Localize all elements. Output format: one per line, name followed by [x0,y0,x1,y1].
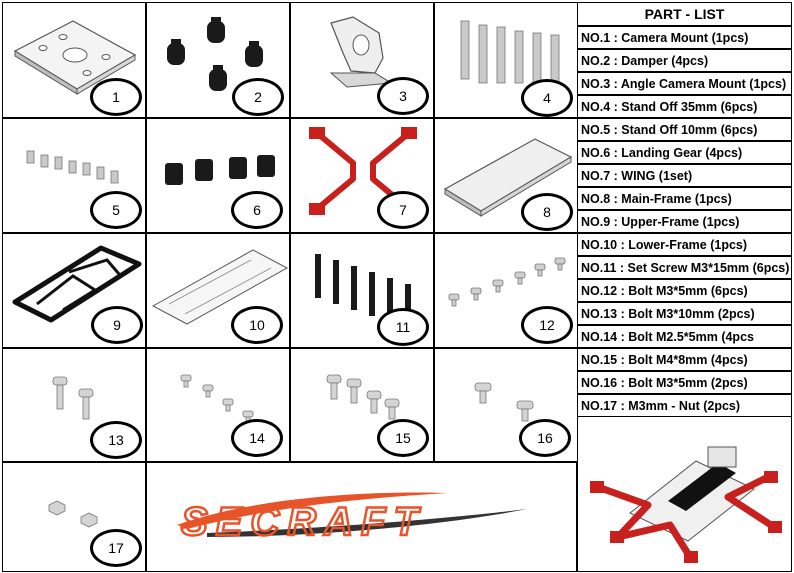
part-cell-15: 15 [290,348,434,462]
angle-camera-mount-image [329,16,393,88]
part-number-label: 10 [249,317,265,333]
upper-frame-image [12,245,142,323]
part-number-label: 17 [108,540,124,556]
bolt-m3-10mm-image [52,376,94,420]
damper-image [167,17,263,91]
part-number-badge: 10 [231,306,283,344]
part-number-badge: 11 [377,308,429,346]
assembled-frame-image [590,446,782,563]
main-frame-image [443,138,573,217]
part-number-label: 5 [112,202,120,218]
part-cell-3: 3 [290,2,434,118]
part-number-label: 2 [254,89,262,105]
part-list-item: NO.14 : Bolt M2.5*5mm (4pcs [577,325,792,348]
part-number-label: 11 [395,319,411,335]
part-number-badge: 17 [90,529,142,567]
lower-frame-image [151,249,289,325]
part-list-item: NO.15 : Bolt M4*8mm (4pcs) [577,348,792,371]
part-number-label: 3 [399,88,407,104]
logo-swoosh-upper [177,492,447,529]
part-number-label: 7 [399,202,407,218]
nut-m3-image [48,500,98,528]
assembled-frame-cell [577,416,792,572]
part-cell-12: 12 [434,233,578,348]
part-number-label: 12 [539,317,555,333]
bolt-m4-8mm-image [326,374,400,420]
part-cell-5: 5 [2,118,146,233]
part-number-badge: 16 [519,419,571,457]
part-cell-11: 11 [290,233,434,348]
part-list-item: NO.11 : Set Screw M3*15mm (6pcs) [577,256,792,279]
secraft-logo: SECRAFT [177,492,527,545]
part-cell-16: 16 [434,348,578,462]
part-list-item: NO.2 : Damper (4pcs) [577,49,792,72]
part-list-title-text: PART - LIST [644,6,725,22]
part-number-label: 1 [112,89,120,105]
part-cell-10: 10 [146,233,290,348]
part-number-badge: 12 [521,306,573,344]
part-list-item: NO.9 : Upper-Frame (1pcs) [577,210,792,233]
logo-wordmark: SECRAFT [181,500,426,544]
part-list-item: NO.5 : Stand Off 10mm (6pcs) [577,118,792,141]
part-cell-8: 8 [434,118,578,233]
part-cell-6: 6 [146,118,290,233]
bolt-m3-5mm-pair-image [474,382,534,422]
part-number-label: 4 [543,90,551,106]
bolt-m3-5mm-image [448,257,566,307]
part-number-badge: 14 [231,419,283,457]
part-cell-17: 17 [2,462,146,572]
part-number-label: 13 [108,432,124,448]
part-cell-1: 1 [2,2,146,118]
standoff-10mm-image [26,150,119,184]
part-number-badge: 6 [231,191,283,229]
part-list-title: PART - LIST [577,2,792,26]
part-cell-13: 13 [2,348,146,462]
part-number-label: 8 [543,204,551,220]
part-list-item: NO.10 : Lower-Frame (1pcs) [577,233,792,256]
part-cell-2: 2 [146,2,290,118]
logo-swoosh-lower [207,509,527,537]
part-list-item: NO.4 : Stand Off 35mm (6pcs) [577,95,792,118]
part-number-label: 16 [537,430,553,446]
part-list-item: NO.12 : Bolt M3*5mm (6pcs) [577,279,792,302]
part-number-badge: 5 [90,191,142,229]
part-number-label: 14 [249,430,265,446]
part-number-label: 9 [113,317,121,333]
part-number-label: 6 [253,202,261,218]
part-cell-7: 7 [290,118,434,233]
part-list-item: NO.17 : M3mm - Nut (2pcs) [577,394,792,417]
part-number-badge: 4 [521,79,573,117]
part-number-badge: 9 [91,306,143,344]
part-number-badge: 15 [377,419,429,457]
part-list-item: NO.13 : Bolt M3*10mm (2pcs) [577,302,792,325]
landing-gear-image [165,155,275,185]
part-number-badge: 1 [90,78,142,116]
part-list-item: NO.6 : Landing Gear (4pcs) [577,141,792,164]
part-list-item: NO.3 : Angle Camera Mount (1pcs) [577,72,792,95]
part-number-badge: 2 [232,78,284,116]
part-number-badge: 3 [377,77,429,115]
part-list-item: NO.8 : Main-Frame (1pcs) [577,187,792,210]
camera-mount-image [13,20,137,95]
part-number-badge: 7 [377,191,429,229]
part-cell-4: 4 [434,2,578,118]
part-cell-14: 14 [146,348,290,462]
part-list-item: NO.7 : WING (1set) [577,164,792,187]
brand-logo-cell: SECRAFT [146,462,577,572]
set-screw-image [315,254,411,328]
part-number-badge: 8 [521,193,573,231]
part-list-item: NO.1 : Camera Mount (1pcs) [577,26,792,49]
part-cell-9: 9 [2,233,146,348]
part-number-badge: 13 [90,421,142,459]
part-number-label: 15 [395,430,411,446]
part-list-item: NO.16 : Bolt M3*5mm (2pcs) [577,371,792,394]
